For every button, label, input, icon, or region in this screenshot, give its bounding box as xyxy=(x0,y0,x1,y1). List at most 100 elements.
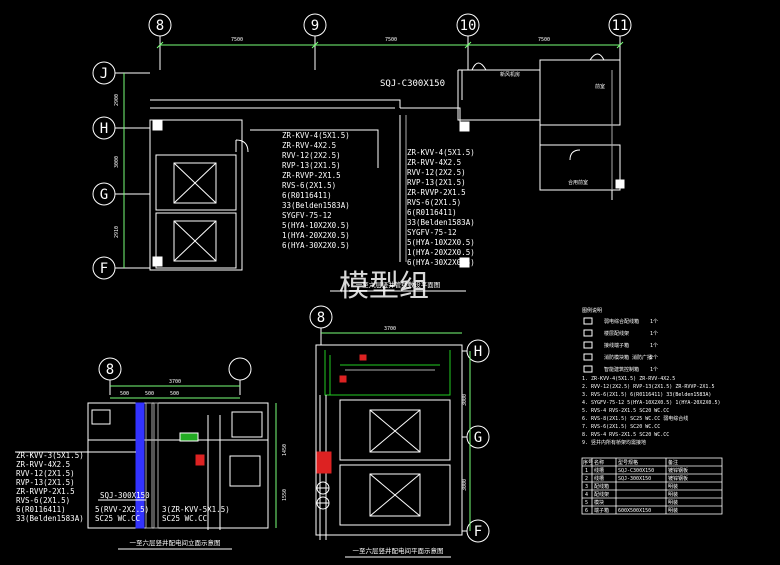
axis-label-8: 8 xyxy=(156,18,164,34)
svg-text:3(ZR-KVV-5X1.5): 3(ZR-KVV-5X1.5) xyxy=(162,505,230,514)
top-tray-label: SQJ-C300X150 xyxy=(380,79,445,89)
svg-text:500: 500 xyxy=(170,391,179,397)
axis-label-F: F xyxy=(100,261,108,277)
svg-text:ZR-RVV-4X2.5: ZR-RVV-4X2.5 xyxy=(407,158,461,167)
svg-text:RVP-13(2X1.5): RVP-13(2X1.5) xyxy=(407,178,466,187)
room-label-1: 新风机房 xyxy=(500,71,520,78)
dim-G-F: 2910 xyxy=(114,226,120,238)
svg-text:33(Belden1583A): 33(Belden1583A) xyxy=(282,201,350,210)
svg-text:2. RVV-12(2X2.5) RVP-13(2X1.5): 2. RVV-12(2X2.5) RVP-13(2X1.5) ZR-RVVP-2… xyxy=(582,384,714,390)
svg-text:3: 3 xyxy=(585,484,588,490)
svg-text:3. RVS-6(2X1.5) 6(R0116411) 33: 3. RVS-6(2X1.5) 6(R0116411) 33(Belden158… xyxy=(582,392,711,398)
table-text: 序号 名称 型号规格 备注 1 线槽 SQJ-C300X150 镀锌钢板 2 线… xyxy=(583,459,688,514)
svg-text:6(R0116411): 6(R0116411) xyxy=(407,208,457,217)
svg-text:序号: 序号 xyxy=(583,459,593,466)
dim-10-11: 7500 xyxy=(538,37,550,43)
elev-cable-list: ZR-KVV-3(5X1.5) ZR-RVV-4X2.5 RVV-12(2X1.… xyxy=(16,451,84,523)
svg-text:600X500X150: 600X500X150 xyxy=(618,508,651,514)
svg-text:端子箱: 端子箱 xyxy=(594,507,609,514)
svg-text:500: 500 xyxy=(145,391,154,397)
svg-text:5(RVV-2X2.5): 5(RVV-2X2.5) xyxy=(95,505,149,514)
svg-text:5(HYA-10X2X0.5): 5(HYA-10X2X0.5) xyxy=(407,238,475,247)
svg-text:线槽: 线槽 xyxy=(594,467,604,474)
left-axis-bubbles xyxy=(92,61,150,280)
svg-text:ZR-KVV-4(5X1.5): ZR-KVV-4(5X1.5) xyxy=(407,148,475,157)
svg-text:型号规格: 型号规格 xyxy=(618,459,638,466)
svg-text:33(Belden1583A): 33(Belden1583A) xyxy=(16,514,84,523)
svg-text:6(R0116411): 6(R0116411) xyxy=(16,505,66,514)
svg-text:1(HYA-20X2X0.5): 1(HYA-20X2X0.5) xyxy=(407,248,475,257)
legend-items: 弱电综合配线箱 1个 楼层配线架 1个 接线端子箱 1个 消防模块箱 消防广播 … xyxy=(583,317,658,373)
lower-plan-caption: 一至六层竖井配电间平面示意图 xyxy=(353,546,444,555)
svg-text:配线架: 配线架 xyxy=(594,491,609,498)
notes-block: 1. ZR-KVV-4(5X1.5) ZR-RVV-4X2.5 2. RVV-1… xyxy=(582,376,720,446)
elev-tray-label: SQJ-300X150 xyxy=(100,491,150,500)
axis-label-H: H xyxy=(100,121,108,137)
axis-label-J: J xyxy=(100,66,108,82)
svg-text:5. RVS-4 RVS-2X1.5 SC20 WC.CC: 5. RVS-4 RVS-2X1.5 SC20 WC.CC xyxy=(582,408,669,414)
svg-text:6(HYA-30X2X0.5): 6(HYA-30X2X0.5) xyxy=(407,258,475,267)
svg-text:SYGFV-75-12: SYGFV-75-12 xyxy=(282,211,332,220)
elev-axis-label: 8 xyxy=(106,362,114,378)
svg-text:2个: 2个 xyxy=(650,355,658,361)
svg-text:ZR-KVV-3(5X1.5): ZR-KVV-3(5X1.5) xyxy=(16,451,84,460)
axis-label-9: 9 xyxy=(311,18,319,34)
svg-text:楼层配线架: 楼层配线架 xyxy=(604,330,629,337)
svg-text:SC25 WC.CC: SC25 WC.CC xyxy=(95,514,140,523)
svg-text:2: 2 xyxy=(585,476,588,482)
svg-text:RVV-12(2X2.5): RVV-12(2X2.5) xyxy=(407,168,466,177)
svg-text:RVP-13(2X1.5): RVP-13(2X1.5) xyxy=(282,161,341,170)
svg-text:RVP-13(2X1.5): RVP-13(2X1.5) xyxy=(16,478,75,487)
svg-text:33(Belden1583A): 33(Belden1583A) xyxy=(407,218,475,227)
svg-text:SQJ-C300X150: SQJ-C300X150 xyxy=(618,468,654,474)
cable-list-top-left: ZR-KVV-4(5X1.5) ZR-RVV-4X2.5 RVV-12(2X2.… xyxy=(282,131,350,250)
dim-8-9: 7500 xyxy=(231,37,243,43)
svg-text:6. RVS-8(2X1.5) SC25 WC.CC 弱电综: 6. RVS-8(2X1.5) SC25 WC.CC 弱电综合线 xyxy=(582,415,688,422)
elev-width-total: 3700 xyxy=(169,379,181,385)
svg-text:ZR-KVV-4(5X1.5): ZR-KVV-4(5X1.5) xyxy=(282,131,350,140)
svg-text:镀锌钢板: 镀锌钢板 xyxy=(668,475,688,482)
svg-text:明装: 明装 xyxy=(668,499,678,506)
svg-text:明装: 明装 xyxy=(668,507,678,514)
svg-text:RVS-6(2X1.5): RVS-6(2X1.5) xyxy=(282,181,336,190)
svg-text:明装: 明装 xyxy=(668,491,678,498)
lower-axis-H: H xyxy=(474,344,482,360)
svg-text:SYGFV-75-12: SYGFV-75-12 xyxy=(407,228,457,237)
lower-axis-8: 8 xyxy=(317,310,325,326)
dim-H-G: 3000 xyxy=(114,156,120,168)
axis-label-G: G xyxy=(100,187,108,203)
svg-text:ZR-RVVP-2X1.5: ZR-RVVP-2X1.5 xyxy=(407,188,466,197)
lower-width: 3700 xyxy=(384,326,396,332)
shaft-markers xyxy=(152,120,625,268)
lower-plan xyxy=(309,305,490,543)
dim-J-H: 2900 xyxy=(114,94,120,106)
svg-text:6: 6 xyxy=(585,508,588,514)
svg-text:1. ZR-KVV-4(5X1.5) ZR-RVV-4X2.: 1. ZR-KVV-4(5X1.5) ZR-RVV-4X2.5 xyxy=(582,376,675,382)
svg-text:3000: 3000 xyxy=(462,394,468,406)
svg-text:1: 1 xyxy=(585,468,588,474)
svg-text:RVS-6(2X1.5): RVS-6(2X1.5) xyxy=(16,496,70,505)
svg-text:6(HYA-30X2X0.5): 6(HYA-30X2X0.5) xyxy=(282,241,350,250)
elev-height-2: 1550 xyxy=(282,489,288,501)
svg-text:ZR-RVV-4X2.5: ZR-RVV-4X2.5 xyxy=(282,141,336,150)
top-axis-bubbles xyxy=(148,13,632,70)
lower-axis-F: F xyxy=(474,524,482,540)
svg-text:7. RVS-6(2X1.5) SC20 WC.CC: 7. RVS-6(2X1.5) SC20 WC.CC xyxy=(582,424,660,430)
svg-text:1个: 1个 xyxy=(650,331,658,337)
svg-text:RVS-6(2X1.5): RVS-6(2X1.5) xyxy=(407,198,461,207)
lower-axis-G: G xyxy=(474,430,482,446)
svg-text:5: 5 xyxy=(585,500,588,506)
elevation-drawing xyxy=(87,357,277,530)
svg-text:RVV-12(2X1.5): RVV-12(2X1.5) xyxy=(16,469,75,478)
svg-text:镀锌钢板: 镀锌钢板 xyxy=(668,467,688,474)
legend-title: 图例说明 xyxy=(582,307,602,314)
svg-text:模块: 模块 xyxy=(594,499,604,506)
svg-text:SQJ-300X150: SQJ-300X150 xyxy=(618,476,651,482)
room-label-3: 合用前室 xyxy=(568,179,588,186)
svg-text:8. RVS-4 RVS-2X1.5 SC20 WC.CC: 8. RVS-4 RVS-2X1.5 SC20 WC.CC xyxy=(582,432,669,438)
svg-text:SC25 WC.CC: SC25 WC.CC xyxy=(162,514,207,523)
axis-label-10: 10 xyxy=(460,18,477,34)
svg-text:500: 500 xyxy=(120,391,129,397)
svg-text:9. 竖井内所有桥架均需接地: 9. 竖井内所有桥架均需接地 xyxy=(582,439,646,446)
top-plan-walls xyxy=(149,53,621,271)
